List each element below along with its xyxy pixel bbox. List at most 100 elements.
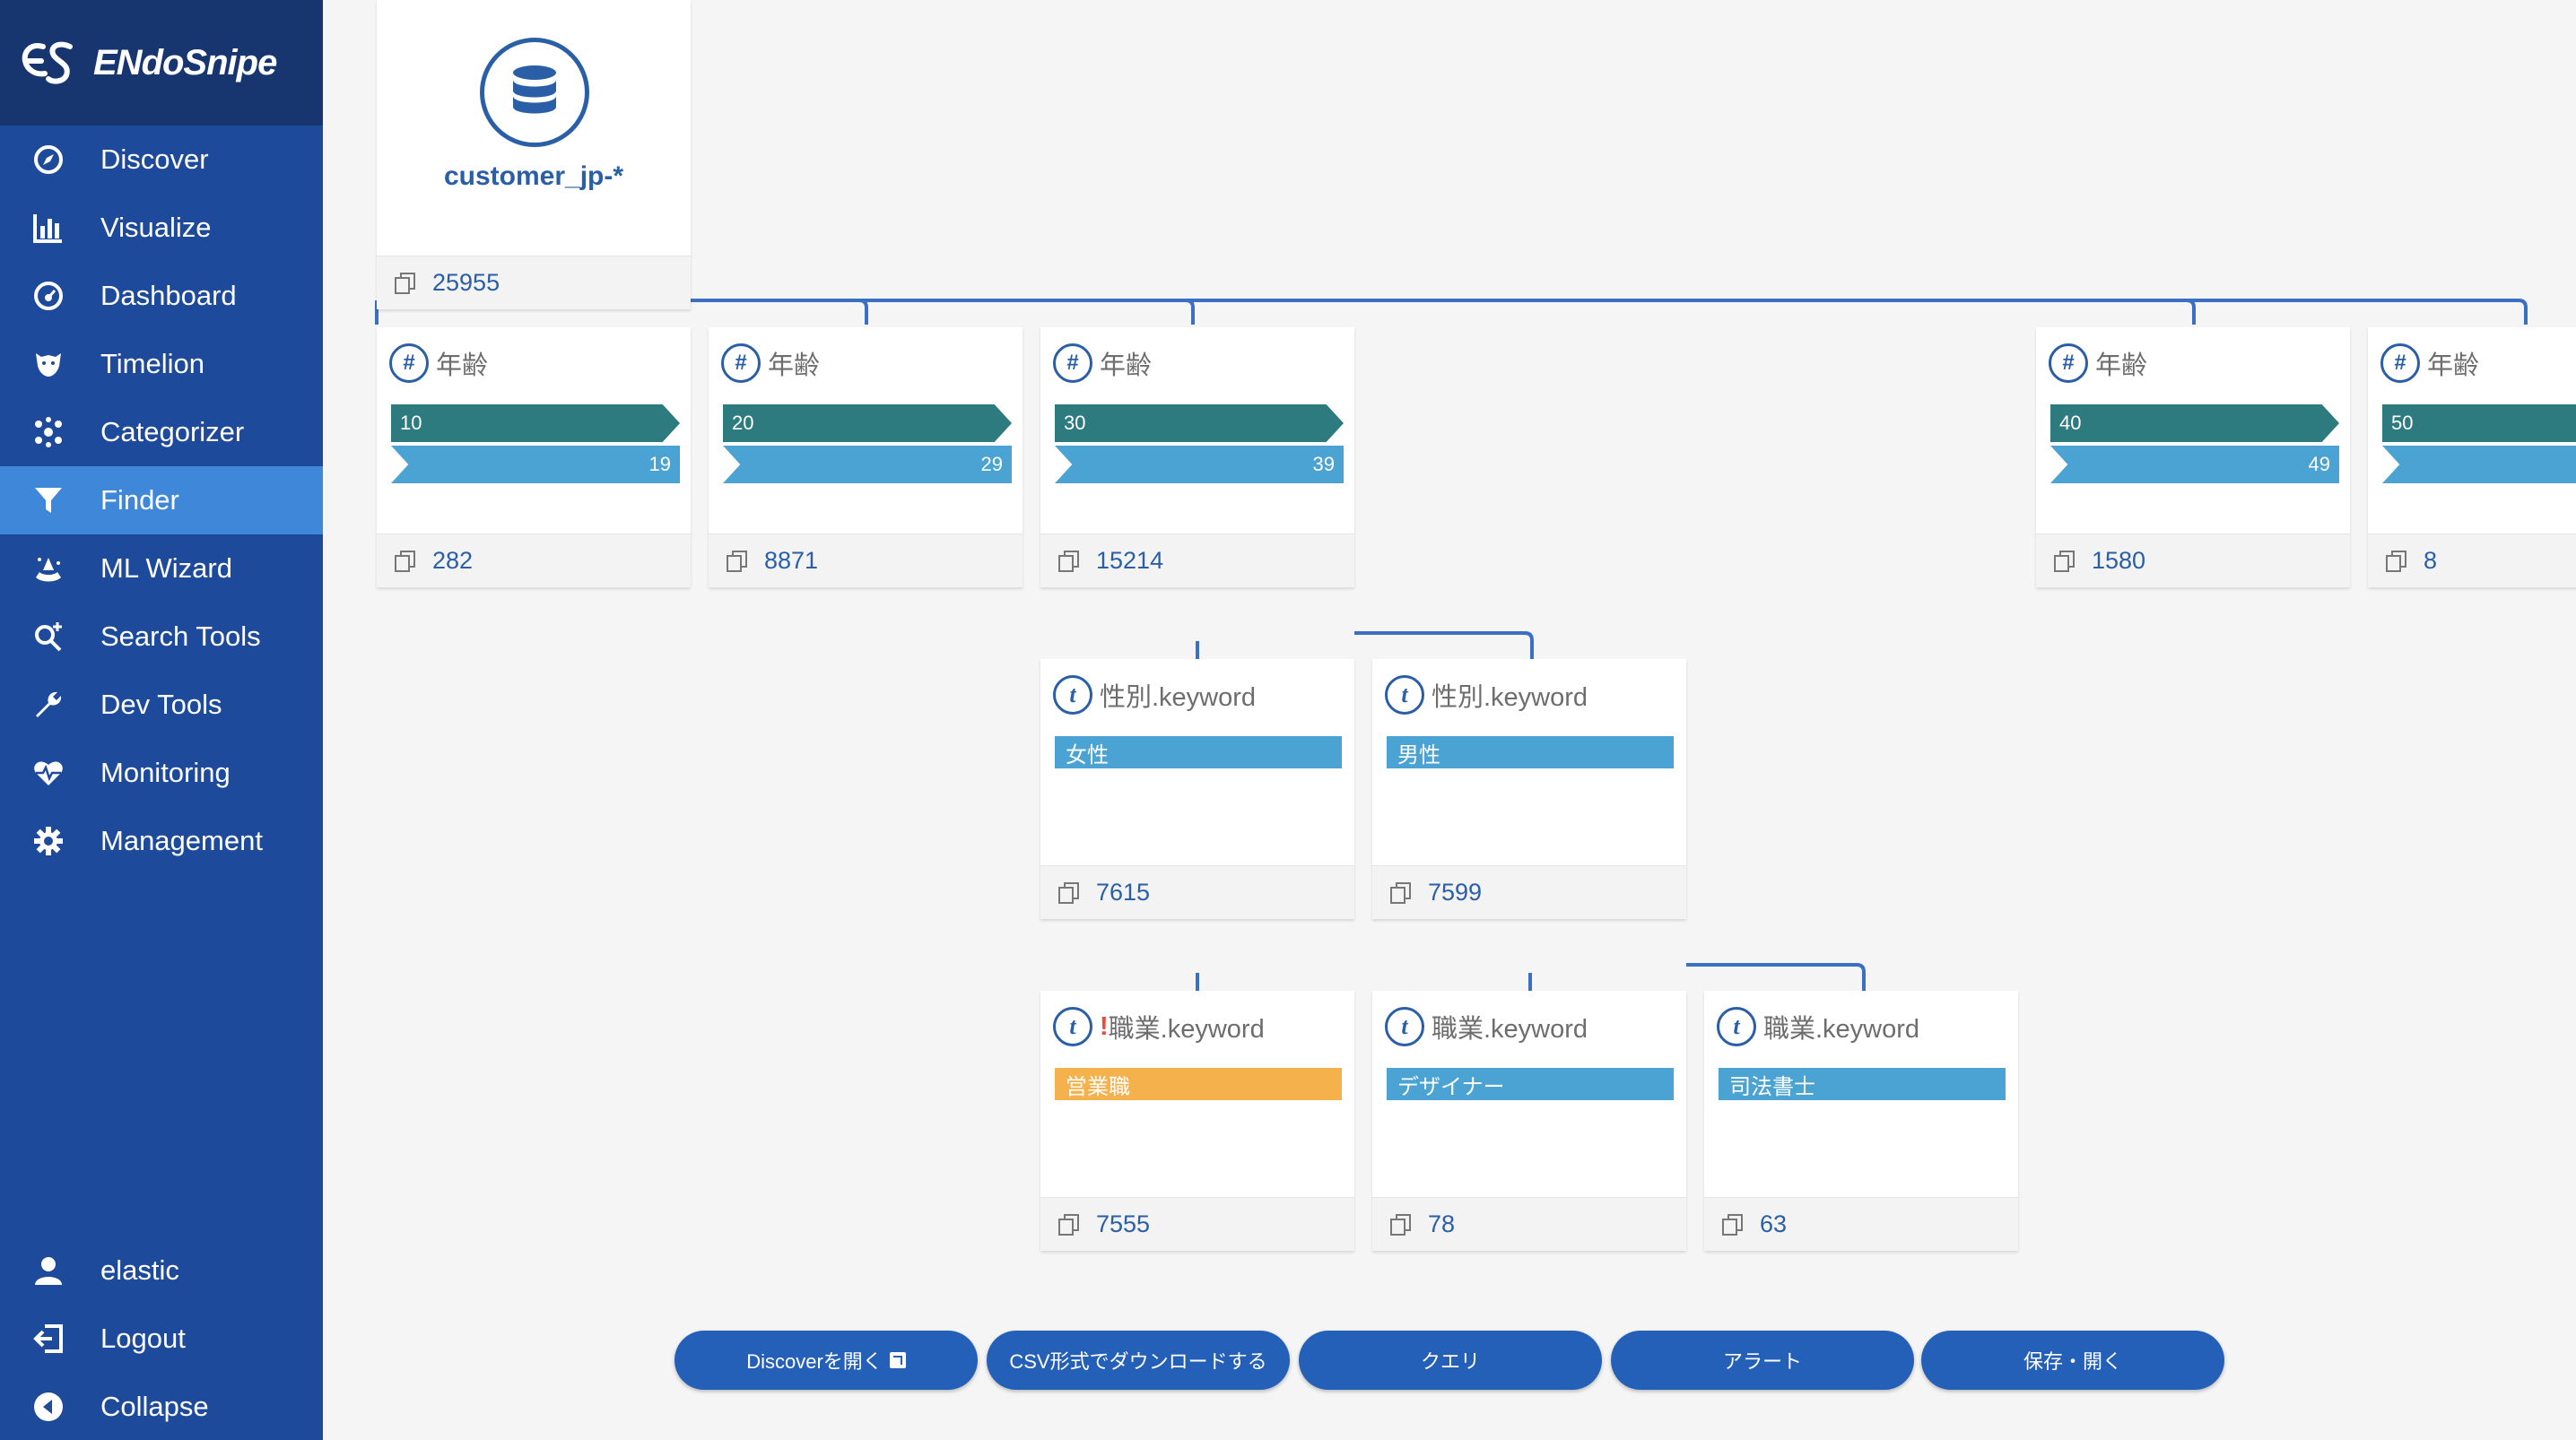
index-node[interactable]: customer_jp-* 25955: [377, 0, 691, 309]
field-name: 職業.keyword: [1432, 1015, 1588, 1044]
sidebar-item-label: ML Wizard: [100, 552, 232, 584]
sidebar-item-label: Search Tools: [100, 620, 261, 652]
number-type-icon: #: [721, 343, 761, 383]
range-to-bar[interactable]: 49: [2050, 446, 2339, 483]
sidebar-item-finder[interactable]: Finder: [0, 466, 323, 534]
save-open-button[interactable]: 保存・開く: [1921, 1331, 2224, 1390]
range-from-bar[interactable]: 20: [723, 404, 1012, 442]
sidebar-item-label: Logout: [100, 1323, 186, 1354]
field-name: 性別.keyword: [1432, 683, 1588, 712]
sidebar-item-label: Finder: [100, 484, 179, 516]
term-bar[interactable]: 女性: [1055, 736, 1342, 768]
text-type-icon: t: [1385, 1007, 1424, 1046]
term-bar-excluded[interactable]: 営業職: [1055, 1068, 1342, 1100]
range-to-bar[interactable]: [2382, 446, 2576, 483]
age-range-node[interactable]: #年齢 30 39 15214: [1040, 327, 1354, 587]
term-bar[interactable]: 男性: [1387, 736, 1674, 768]
timelion-icon: [30, 346, 66, 382]
open-discover-button[interactable]: Discoverを開く: [674, 1331, 978, 1390]
age-range-node[interactable]: #年齢 10 19 282: [377, 327, 691, 587]
node-count: 8: [2368, 533, 2576, 587]
copy-icon: [1058, 1213, 1079, 1236]
term-bar[interactable]: デザイナー: [1387, 1068, 1674, 1100]
categorizer-icon: [30, 414, 66, 450]
sidebar-item-label: Timelion: [100, 348, 205, 379]
job-term-node[interactable]: t 職業.keyword デザイナー 78: [1372, 991, 1686, 1251]
job-term-node[interactable]: t!職業.keyword 営業職 7555: [1040, 991, 1354, 1251]
wizard-icon: [30, 551, 66, 586]
copy-icon: [395, 550, 415, 572]
node-count: 8871: [709, 533, 1023, 587]
sidebar-item-management[interactable]: Management: [0, 807, 323, 875]
field-name: 職業.keyword: [1108, 1015, 1265, 1044]
dashboard-icon: [30, 278, 66, 314]
logout-icon: [30, 1321, 66, 1357]
node-count: 63: [1704, 1197, 2018, 1251]
node-count: 7599: [1372, 865, 1686, 919]
sidebar-item-label: Visualize: [100, 212, 212, 243]
number-type-icon: #: [389, 343, 429, 383]
search-plus-icon: [30, 619, 66, 655]
field-name: 年齢: [2095, 351, 2148, 380]
sidebar-item-label: Management: [100, 825, 263, 856]
sidebar-item-user[interactable]: elastic: [0, 1236, 323, 1305]
finder-canvas: customer_jp-* 25955 #年齢 10 19 282 #年齢 20…: [323, 0, 2576, 1440]
term-bar[interactable]: 司法書士: [1719, 1068, 2006, 1100]
range-to-bar[interactable]: 19: [391, 446, 680, 483]
sidebar-item-label: Monitoring: [100, 757, 231, 788]
copy-icon: [1058, 550, 1079, 572]
sidebar-item-label: Dashboard: [100, 280, 237, 311]
range-from-bar[interactable]: 50: [2382, 404, 2576, 442]
sidebar-item-timelion[interactable]: Timelion: [0, 330, 323, 398]
sidebar-item-label: Discover: [100, 143, 209, 175]
heartbeat-icon: [30, 755, 66, 791]
node-count: 282: [377, 533, 691, 587]
tree-connectors: [375, 299, 2528, 993]
range-to-bar[interactable]: 29: [723, 446, 1012, 483]
node-count: 15214: [1040, 533, 1354, 587]
logo[interactable]: ENdoSnipe: [0, 0, 323, 126]
sidebar-item-collapse[interactable]: Collapse: [0, 1373, 323, 1440]
range-from-bar[interactable]: 30: [1055, 404, 1344, 442]
node-count: 78: [1372, 1197, 1686, 1251]
compass-icon: [30, 142, 66, 178]
node-count: 7615: [1040, 865, 1354, 919]
exclude-mark: !: [1100, 1011, 1109, 1041]
copy-icon: [395, 272, 415, 294]
sidebar-item-label: Dev Tools: [100, 689, 222, 720]
text-type-icon: t: [1053, 675, 1092, 715]
field-name: 年齢: [1100, 351, 1153, 380]
copy-icon: [727, 550, 747, 572]
field-name: 年齢: [436, 351, 489, 380]
sidebar-item-dev-tools[interactable]: Dev Tools: [0, 671, 323, 739]
number-type-icon: #: [2049, 343, 2088, 383]
range-from-bar[interactable]: 10: [391, 404, 680, 442]
range-to-bar[interactable]: 39: [1055, 446, 1344, 483]
sidebar-item-search-tools[interactable]: Search Tools: [0, 603, 323, 671]
sidebar-item-visualize[interactable]: Visualize: [0, 194, 323, 262]
query-button[interactable]: クエリ: [1299, 1331, 1602, 1390]
age-range-node[interactable]: #年齢 50 8: [2368, 327, 2576, 587]
gender-term-node[interactable]: t 性別.keyword 男性 7599: [1372, 659, 1686, 919]
csv-download-button[interactable]: CSV形式でダウンロードする: [987, 1331, 1290, 1390]
es-logo-icon: [22, 41, 73, 84]
age-range-node[interactable]: #年齢 20 29 8871: [709, 327, 1023, 587]
text-type-icon: t: [1385, 675, 1424, 715]
user-icon: [30, 1253, 66, 1288]
copy-icon: [1390, 1213, 1411, 1236]
sidebar-item-discover[interactable]: Discover: [0, 126, 323, 194]
range-from-bar[interactable]: 40: [2050, 404, 2339, 442]
age-range-node[interactable]: #年齢 40 49 1580: [2036, 327, 2350, 587]
sidebar-item-categorizer[interactable]: Categorizer: [0, 398, 323, 466]
sidebar-item-label: Collapse: [100, 1391, 209, 1422]
copy-icon: [1722, 1213, 1743, 1236]
sidebar-item-ml-wizard[interactable]: ML Wizard: [0, 534, 323, 603]
node-count: 7555: [1040, 1197, 1354, 1251]
sidebar-item-monitoring[interactable]: Monitoring: [0, 739, 323, 807]
alert-button[interactable]: アラート: [1611, 1331, 1914, 1390]
field-name: 年齢: [2427, 351, 2480, 380]
sidebar-item-logout[interactable]: Logout: [0, 1305, 323, 1373]
sidebar-item-dashboard[interactable]: Dashboard: [0, 262, 323, 330]
